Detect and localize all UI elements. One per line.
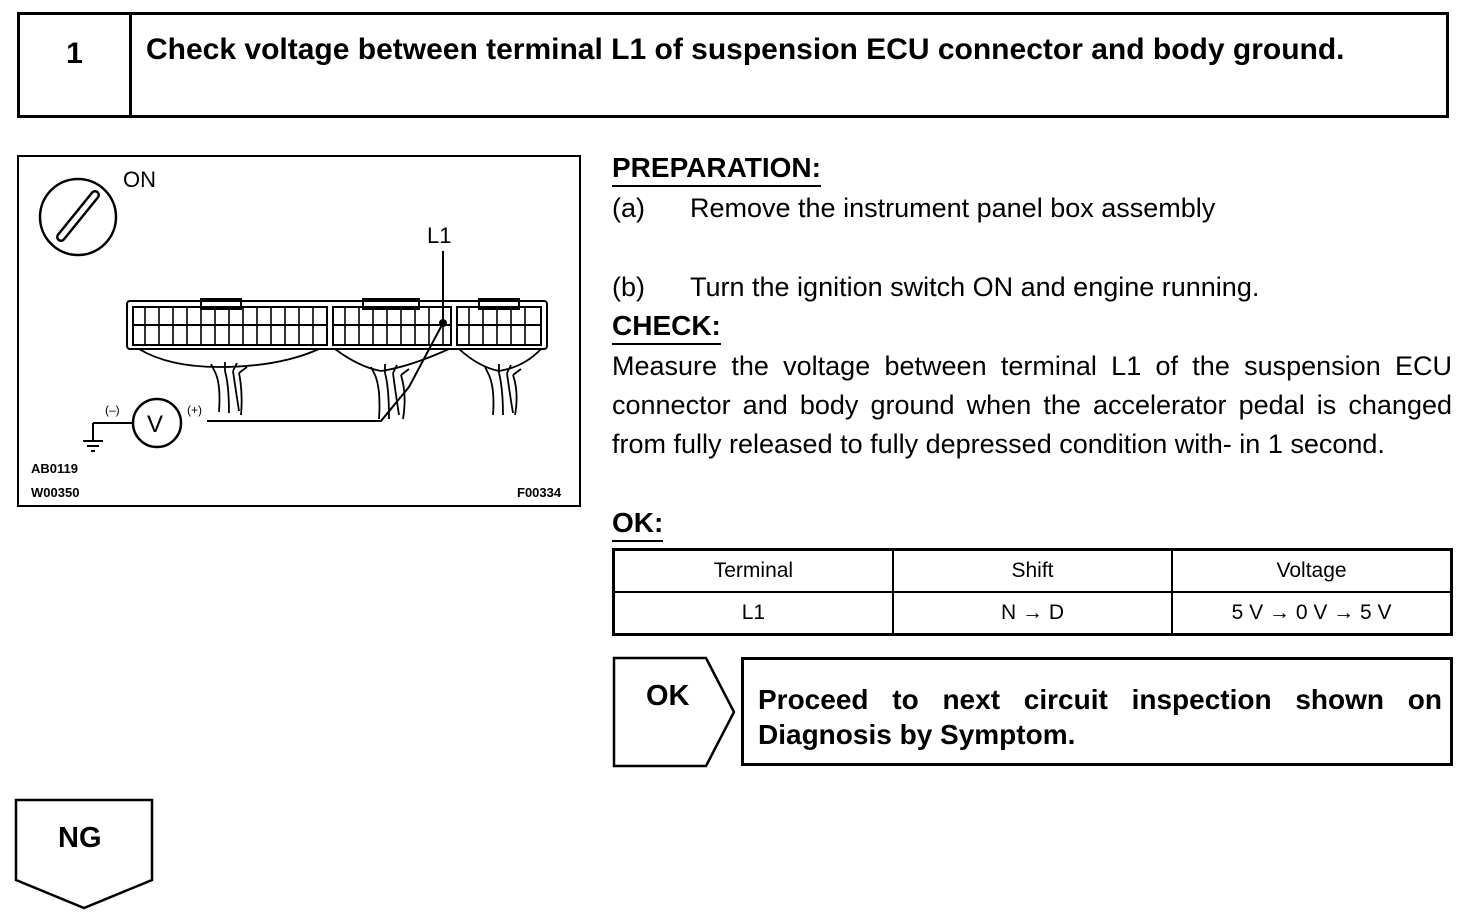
- wire-harness-icon: [138, 348, 542, 420]
- step-text: Turn the ignition switch ON and engine r…: [690, 272, 1260, 302]
- preparation-heading: PREPARATION:: [612, 152, 821, 187]
- ok-heading: OK:: [612, 507, 664, 542]
- step-label: (a): [612, 193, 645, 223]
- ecu-connector-icon: [126, 298, 548, 350]
- positive-lead-label: (+): [187, 403, 202, 417]
- figure-code-w00350: W00350: [31, 485, 80, 500]
- ignition-key-icon: [38, 177, 118, 257]
- step-header: 1 Check voltage between terminal L1 of s…: [17, 12, 1449, 118]
- connector-illustration: [38, 177, 548, 452]
- step-number: 1: [20, 15, 132, 115]
- ground-icon: [83, 440, 103, 452]
- column-header: Terminal: [612, 548, 894, 593]
- ok-branch-arrow-icon: [612, 656, 736, 768]
- probe-lead: [207, 251, 447, 422]
- table-cell: 5 V → 0 V → 5 V: [1171, 591, 1453, 636]
- figure-code-f00334: F00334: [517, 485, 562, 500]
- ok-spec-table: Terminal Shift Voltage L1 N → D 5 V → 0 …: [612, 548, 1453, 636]
- negative-lead-label: (–): [105, 403, 120, 417]
- table-header-row: Terminal Shift Voltage: [612, 548, 1453, 593]
- ng-branch-label: NG: [58, 822, 102, 854]
- voltmeter-icon: [92, 397, 183, 449]
- meter-symbol: V: [147, 411, 164, 438]
- terminal-label: L1: [427, 223, 452, 248]
- column-header: Shift: [891, 548, 1174, 593]
- step-title: Check voltage between terminal L1 of sus…: [146, 33, 1345, 66]
- check-heading: CHECK:: [612, 310, 721, 345]
- preparation-step-b: (b) Turn the ignition switch ON and engin…: [612, 271, 1259, 303]
- step-label: (b): [612, 272, 645, 302]
- ok-branch-label: OK: [646, 680, 690, 712]
- table-cell: L1: [612, 591, 894, 636]
- ok-result-box: Proceed to next circuit inspection shown…: [741, 657, 1453, 766]
- check-description: Measure the voltage between terminal L1 …: [612, 351, 1452, 459]
- figure-code-ab0119: AB0119: [31, 461, 78, 476]
- table-cell: N → D: [891, 591, 1174, 636]
- ng-branch-arrow-icon: [14, 798, 154, 910]
- preparation-step-a: (a) Remove the instrument panel box assem…: [612, 192, 1215, 224]
- column-header: Voltage: [1171, 548, 1453, 593]
- table-row: L1 N → D 5 V → 0 V → 5 V: [612, 591, 1453, 636]
- ok-result-text: Proceed to next circuit inspection shown…: [758, 684, 1442, 750]
- ignition-state-label: ON: [123, 167, 156, 192]
- connector-diagram: ON L1 (–) (+) V AB0119 W00350 F00334: [17, 155, 581, 507]
- step-text: Remove the instrument panel box assembly: [690, 193, 1216, 223]
